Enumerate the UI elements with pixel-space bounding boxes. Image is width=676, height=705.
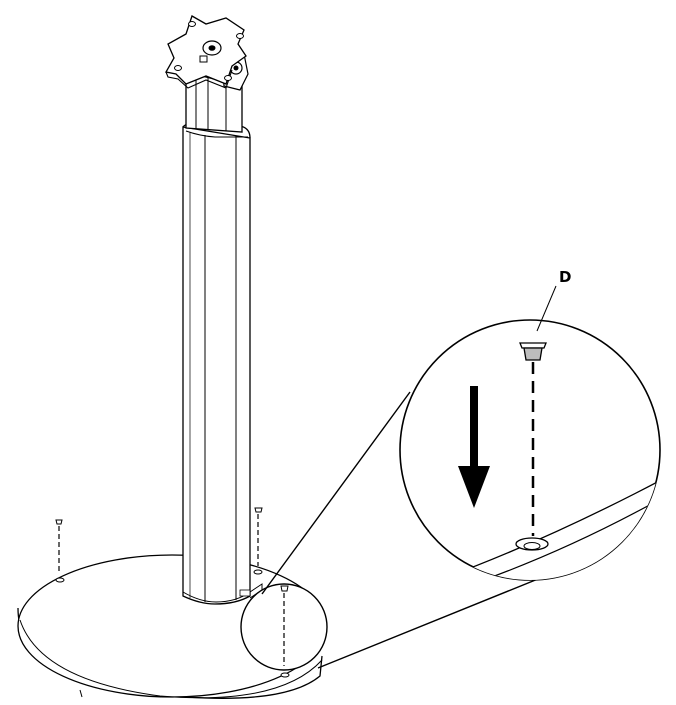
screw-right	[253, 507, 263, 575]
callout-label-d: D	[559, 268, 571, 286]
detail-circle-small	[240, 583, 328, 678]
detail-circle-large	[399, 319, 661, 581]
vesa-bracket	[164, 15, 249, 91]
down-arrow-icon	[458, 386, 490, 508]
base-plate-seam	[79, 689, 83, 698]
column-outer	[182, 121, 263, 605]
magnify-connectors	[261, 391, 571, 669]
base-plate-edge	[19, 619, 323, 699]
screw-left	[55, 519, 65, 583]
plug-part-d	[519, 342, 547, 361]
callout-d: D	[536, 268, 571, 332]
